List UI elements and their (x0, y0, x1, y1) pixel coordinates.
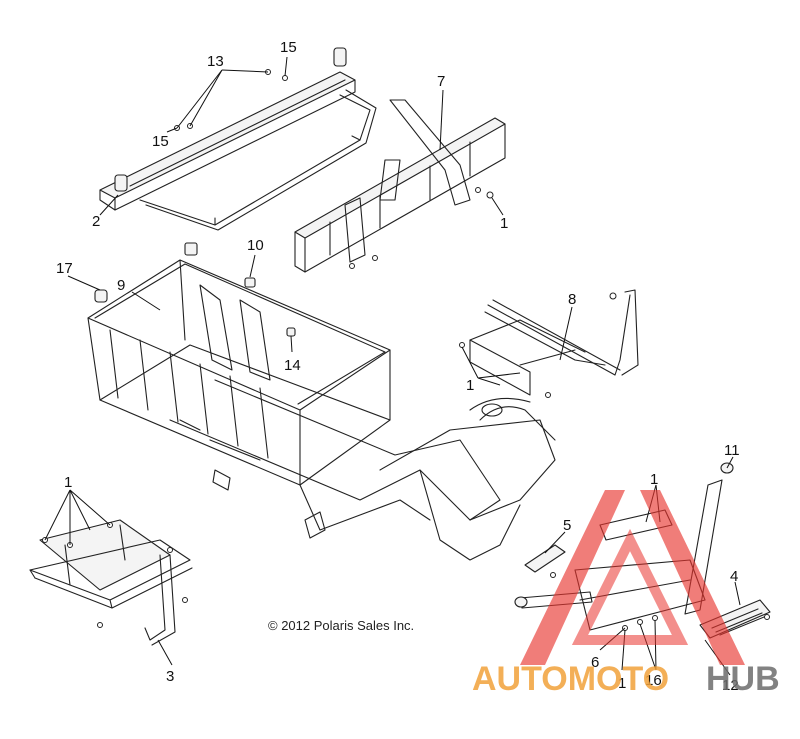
callout-1-upper: 1 (500, 215, 508, 232)
callout-7: 7 (437, 73, 445, 90)
callout-5: 5 (563, 517, 571, 534)
callout-10: 10 (247, 237, 264, 254)
watermark-triangle-inner (571, 528, 689, 645)
callout-16: 16 (645, 672, 662, 689)
part-5-plate (524, 544, 566, 578)
callout-1-mid: 1 (466, 377, 474, 394)
callout-1-bottom: 1 (618, 675, 626, 692)
watermark-text-hub: HUB (706, 660, 780, 698)
callout-15-top: 15 (280, 39, 297, 56)
callout-6: 6 (591, 654, 599, 671)
callout-9: 9 (117, 277, 125, 294)
callout-3: 3 (166, 668, 174, 685)
watermark-logo: AUTOMOTO HUB (472, 490, 780, 698)
part-2-upper-rail (99, 47, 377, 231)
callout-8: 8 (568, 291, 576, 308)
hardware-parts (94, 69, 296, 337)
callout-15-left: 15 (152, 133, 169, 150)
callout-numbers: 2 7 1 13 15 15 10 9 17 14 8 1 1 3 5 11 1… (56, 39, 740, 694)
callout-17: 17 (56, 260, 73, 277)
callout-2: 2 (92, 213, 100, 230)
callout-1-left: 1 (64, 474, 72, 491)
callout-14: 14 (284, 357, 301, 374)
part-3-lower-bracket (29, 519, 193, 646)
watermark-triangle-right (640, 490, 745, 665)
callout-11: 11 (724, 442, 740, 459)
part-9-main-frame (87, 242, 556, 561)
callout-12: 12 (722, 677, 739, 694)
part-8-bracket (459, 289, 639, 398)
copyright-text: © 2012 Polaris Sales Inc. (268, 618, 414, 633)
callout-1-right: 1 (650, 471, 658, 488)
callout-13: 13 (207, 53, 224, 70)
callout-4: 4 (730, 568, 738, 585)
watermark-triangle-left (520, 490, 625, 665)
watermark-text-automoto: AUTOMOTO (472, 660, 669, 698)
part-7-frame-section (294, 99, 506, 273)
